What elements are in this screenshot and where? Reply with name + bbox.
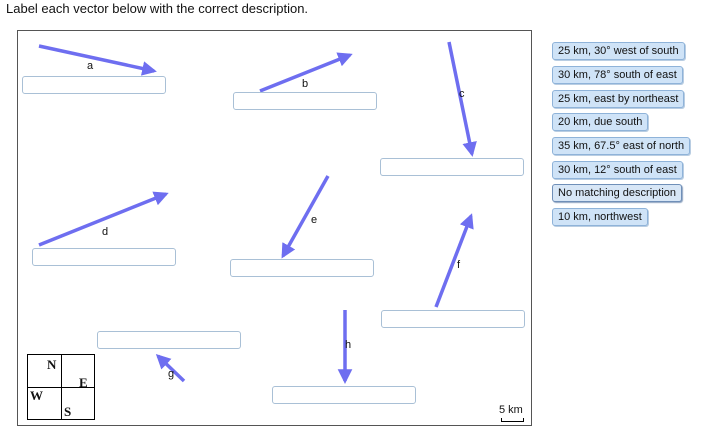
drop-target-e[interactable] xyxy=(230,259,374,277)
description-chip[interactable]: 35 km, 67.5° east of north xyxy=(552,137,691,155)
drop-target-b[interactable] xyxy=(233,92,377,110)
compass-rose: N E W S xyxy=(27,354,95,420)
description-chip-no-match[interactable]: No matching description xyxy=(552,184,683,202)
drop-target-d[interactable] xyxy=(32,248,176,266)
drop-target-f[interactable] xyxy=(381,310,525,328)
vector-g-arrow xyxy=(155,353,186,383)
compass-east: E xyxy=(79,375,88,390)
description-chip[interactable]: 25 km, 30° west of south xyxy=(552,42,685,60)
vector-d-arrow xyxy=(38,191,169,247)
compass-south: S xyxy=(64,404,72,419)
drop-target-c[interactable] xyxy=(380,158,524,176)
vector-g-label: g xyxy=(168,368,175,380)
vector-f-label: f xyxy=(457,259,461,271)
vector-b-arrow xyxy=(259,52,353,93)
vector-e-arrow xyxy=(281,175,330,259)
vector-d-label: d xyxy=(102,226,109,238)
drop-target-a[interactable] xyxy=(22,76,166,94)
vector-f-arrow xyxy=(434,213,474,308)
description-chip[interactable]: 10 km, northwest xyxy=(552,208,648,226)
vector-a-label: a xyxy=(87,60,94,72)
description-chip[interactable]: 25 km, east by northeast xyxy=(552,90,685,108)
description-chip[interactable]: 20 km, due south xyxy=(552,113,649,131)
vector-c-arrow xyxy=(447,41,477,157)
vector-panel xyxy=(17,30,532,426)
compass-west: W xyxy=(30,388,43,403)
vector-e-label: e xyxy=(311,214,318,226)
vector-h-label: h xyxy=(345,339,352,351)
vector-c-label: c xyxy=(459,88,465,100)
scale-label: 5 km xyxy=(499,404,523,416)
compass-divider-vertical xyxy=(61,355,62,419)
vector-a-arrow xyxy=(38,44,157,76)
instruction-text: Label each vector below with the correct… xyxy=(6,1,309,16)
scale-bar xyxy=(501,418,524,422)
vector-b-label: b xyxy=(302,78,309,90)
description-chip[interactable]: 30 km, 12° south of east xyxy=(552,161,683,179)
drop-target-h[interactable] xyxy=(272,386,416,404)
drop-target-g[interactable] xyxy=(97,331,241,349)
description-chip[interactable]: 30 km, 78° south of east xyxy=(552,66,683,84)
compass-north: N xyxy=(47,357,57,372)
